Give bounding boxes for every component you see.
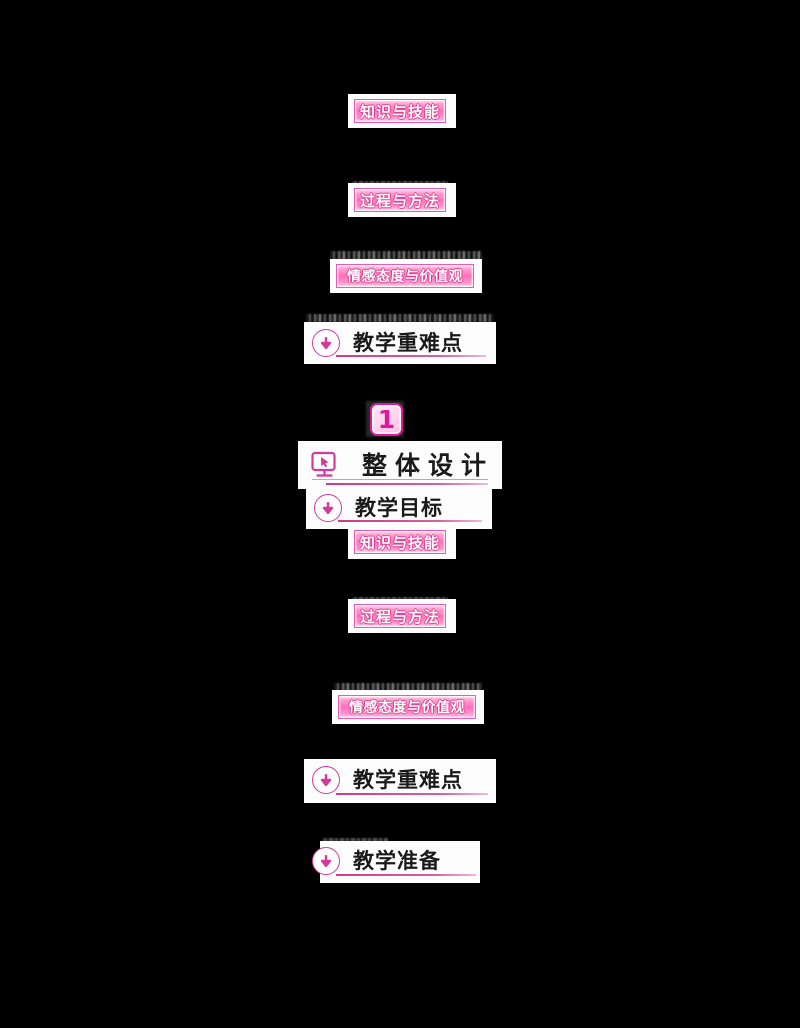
- chapter-underline-thin: [312, 479, 488, 481]
- section-underline: [338, 520, 482, 522]
- circle-down-arrow-icon: [314, 494, 342, 522]
- objective-chip-knowledge-skills: 知识与技能: [354, 99, 446, 123]
- section-header-key-difficulties: 教学重难点: [312, 766, 492, 794]
- scan-artifact-band: [334, 683, 482, 692]
- objective-chip-knowledge-skills: 知识与技能: [354, 530, 446, 554]
- section-underline: [336, 355, 486, 357]
- chapter-underline-bold: [326, 483, 488, 486]
- chapter-number: 1: [377, 404, 396, 434]
- section-title: 教学目标: [355, 495, 443, 520]
- section-header-teaching-objectives: 教学目标: [314, 494, 486, 522]
- objective-chip-attitudes-values: 情感态度与价值观: [338, 695, 476, 719]
- scan-artifact-band: [306, 314, 494, 322]
- section-title: 教学重难点: [353, 330, 463, 355]
- scan-artifact-band: [330, 251, 482, 260]
- section-header-key-difficulties: 教学重难点: [312, 329, 492, 357]
- monitor-cursor-icon: [310, 451, 340, 479]
- section-header-teaching-preparation: 教学准备: [312, 847, 488, 875]
- objective-chip-label: 过程与方法: [359, 191, 440, 210]
- section-title: 教学重难点: [353, 767, 463, 792]
- section-panel: [320, 841, 480, 883]
- section-underline: [336, 874, 476, 876]
- objective-chip-process-methods: 过程与方法: [354, 604, 446, 628]
- objective-chip-label: 知识与技能: [359, 533, 440, 552]
- circle-down-arrow-icon: [312, 329, 340, 357]
- chapter-number-badge: 1: [370, 403, 403, 436]
- chapter-title: 整体设计: [362, 450, 495, 480]
- objective-chip-label: 情感态度与价值观: [347, 269, 463, 285]
- objective-chip-process-methods: 过程与方法: [354, 188, 446, 212]
- section-underline: [336, 793, 488, 795]
- circle-down-arrow-icon: [312, 847, 340, 875]
- objective-chip-attitudes-values: 情感态度与价值观: [336, 264, 474, 288]
- objective-chip-label: 知识与技能: [359, 102, 440, 121]
- objective-chip-label: 过程与方法: [359, 607, 440, 626]
- chapter-header-overall-design: 整体设计: [310, 448, 500, 482]
- section-title: 教学准备: [353, 848, 441, 873]
- objective-chip-label: 情感态度与价值观: [349, 700, 465, 716]
- circle-down-arrow-icon: [312, 766, 340, 794]
